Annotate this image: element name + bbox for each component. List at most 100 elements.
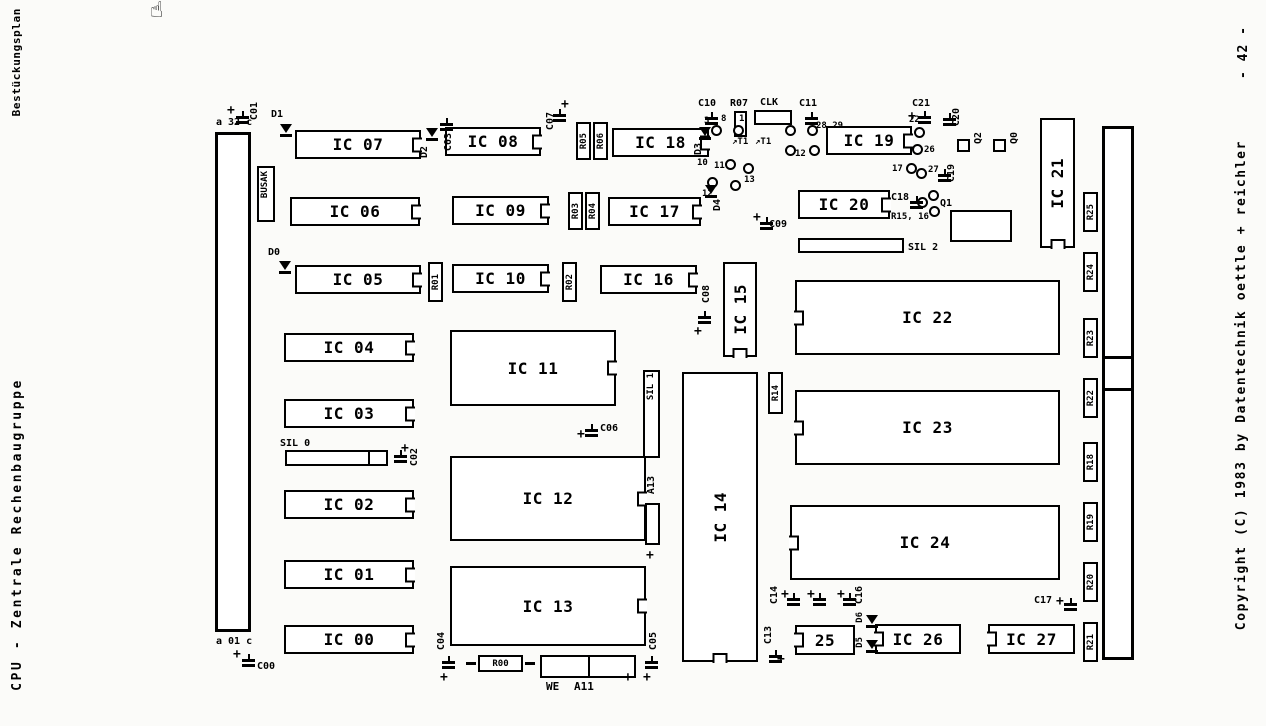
r03-label: R03 xyxy=(570,202,581,220)
capacitor-symbol-54 xyxy=(585,424,598,440)
ic-08: IC 08 xyxy=(445,127,542,156)
d1: D1 xyxy=(271,109,284,120)
we: WE xyxy=(546,680,560,693)
d4: D4 xyxy=(712,199,723,212)
pin1-notch xyxy=(540,271,550,286)
r06-label: R06 xyxy=(595,132,606,150)
diode-symbol-23 xyxy=(426,128,438,143)
pin1-notch xyxy=(637,491,647,506)
ic-03: IC 03 xyxy=(284,399,415,428)
solder-pad-105 xyxy=(912,144,923,155)
ic-23: IC 23 xyxy=(794,390,1060,465)
ic-26: IC 26 xyxy=(874,624,961,654)
ic-10-label: IC 10 xyxy=(475,269,526,288)
plus-mark: + xyxy=(624,670,632,685)
pin1-notch xyxy=(1050,239,1065,249)
capacitor-symbol-156 xyxy=(769,650,782,666)
ic-21: IC 21 xyxy=(1040,118,1075,249)
pin1-notch xyxy=(881,197,891,212)
r19: R19 xyxy=(1083,502,1098,542)
ic-00: IC 00 xyxy=(284,625,415,654)
r00-label: R00 xyxy=(492,658,509,669)
diode-symbol-160 xyxy=(866,615,878,630)
8: 8 xyxy=(721,114,727,124)
ic-02: IC 02 xyxy=(284,490,415,519)
capacitor-symbol-169 xyxy=(442,656,455,672)
ic-11-label: IC 11 xyxy=(507,358,559,378)
ic-14-label: IC 14 xyxy=(710,491,730,543)
pin1-notch xyxy=(700,135,710,150)
solder-pad-114 xyxy=(929,206,940,217)
capacitor-symbol-151 xyxy=(813,593,826,609)
ic-18: IC 18 xyxy=(612,128,710,157)
25: 25 xyxy=(794,625,855,655)
lead-line-137 xyxy=(1102,356,1134,359)
r22: R22 xyxy=(1083,378,1098,418)
q2: Q2 xyxy=(973,132,984,145)
plus-mark: + xyxy=(908,109,916,124)
ic-15: IC 15 xyxy=(723,262,757,358)
28-29: 28 29 xyxy=(816,121,844,131)
sil-2: SIL 2 xyxy=(908,242,939,253)
busak: BUSAK xyxy=(260,171,270,199)
c00: C00 xyxy=(257,661,276,672)
plus-mark: + xyxy=(753,210,761,225)
r23: R23 xyxy=(1083,318,1098,358)
12: 12 xyxy=(702,189,713,199)
c01: C01 xyxy=(249,102,260,121)
c06: C06 xyxy=(600,423,619,434)
r14-label: R14 xyxy=(770,384,781,402)
solder-pad-88 xyxy=(743,163,754,174)
r20: R20 xyxy=(1083,562,1098,602)
bus-connector xyxy=(215,132,251,632)
ic-17: IC 17 xyxy=(608,197,702,226)
capacitor-symbol-65 xyxy=(705,112,718,128)
ic-15-label: IC 15 xyxy=(730,284,750,335)
busak-jumper xyxy=(257,166,275,222)
a13-box xyxy=(645,503,660,545)
c20: C20 xyxy=(951,108,962,127)
diode-symbol-162 xyxy=(866,640,878,655)
pin1-notch xyxy=(411,204,421,219)
ic-06-label: IC 06 xyxy=(329,202,381,221)
divider-line-175 xyxy=(588,655,590,678)
pin1-notch xyxy=(405,567,415,582)
r00: R00 xyxy=(478,655,523,672)
pin1-notch xyxy=(637,598,647,614)
plus-mark: + xyxy=(777,652,785,667)
pin1-notch xyxy=(607,360,617,376)
13: 13 xyxy=(744,175,755,185)
c21: C21 xyxy=(912,98,931,109)
ic-14: IC 14 xyxy=(682,372,758,663)
c07: C07 xyxy=(545,112,556,131)
27: 27 xyxy=(928,165,939,175)
r20-label: R20 xyxy=(1085,573,1096,591)
r19-label: R19 xyxy=(1085,513,1096,531)
ic-24: IC 24 xyxy=(789,505,1060,580)
a-32-c: a 32 c xyxy=(216,117,253,128)
solder-pad-78 xyxy=(807,125,818,136)
c09: C09 xyxy=(769,219,788,230)
ic-19-label: IC 19 xyxy=(843,131,895,150)
sil-1: SIL 1 xyxy=(646,373,656,401)
d3: D3 xyxy=(693,143,704,156)
pin1-notch xyxy=(405,406,415,421)
capacitor-symbol-62 xyxy=(698,311,711,327)
10: 10 xyxy=(697,158,708,168)
ic-13-label: IC 13 xyxy=(522,596,574,616)
plus-mark: + xyxy=(561,97,569,112)
r05: R05 xyxy=(576,122,591,160)
plus-mark: + xyxy=(807,587,815,602)
ic-07-label: IC 07 xyxy=(332,135,384,154)
r02-label: R02 xyxy=(564,273,575,291)
c18: C18 xyxy=(891,192,910,203)
ic-23-label: IC 23 xyxy=(902,418,953,437)
d5: D5 xyxy=(855,637,865,648)
r25-label: R25 xyxy=(1085,203,1096,221)
solder-pad-87 xyxy=(725,159,736,170)
d6: D6 xyxy=(855,612,865,623)
capacitor-symbol-46 xyxy=(394,450,407,466)
11: 11 xyxy=(714,161,725,171)
pin1-notch xyxy=(405,340,415,355)
